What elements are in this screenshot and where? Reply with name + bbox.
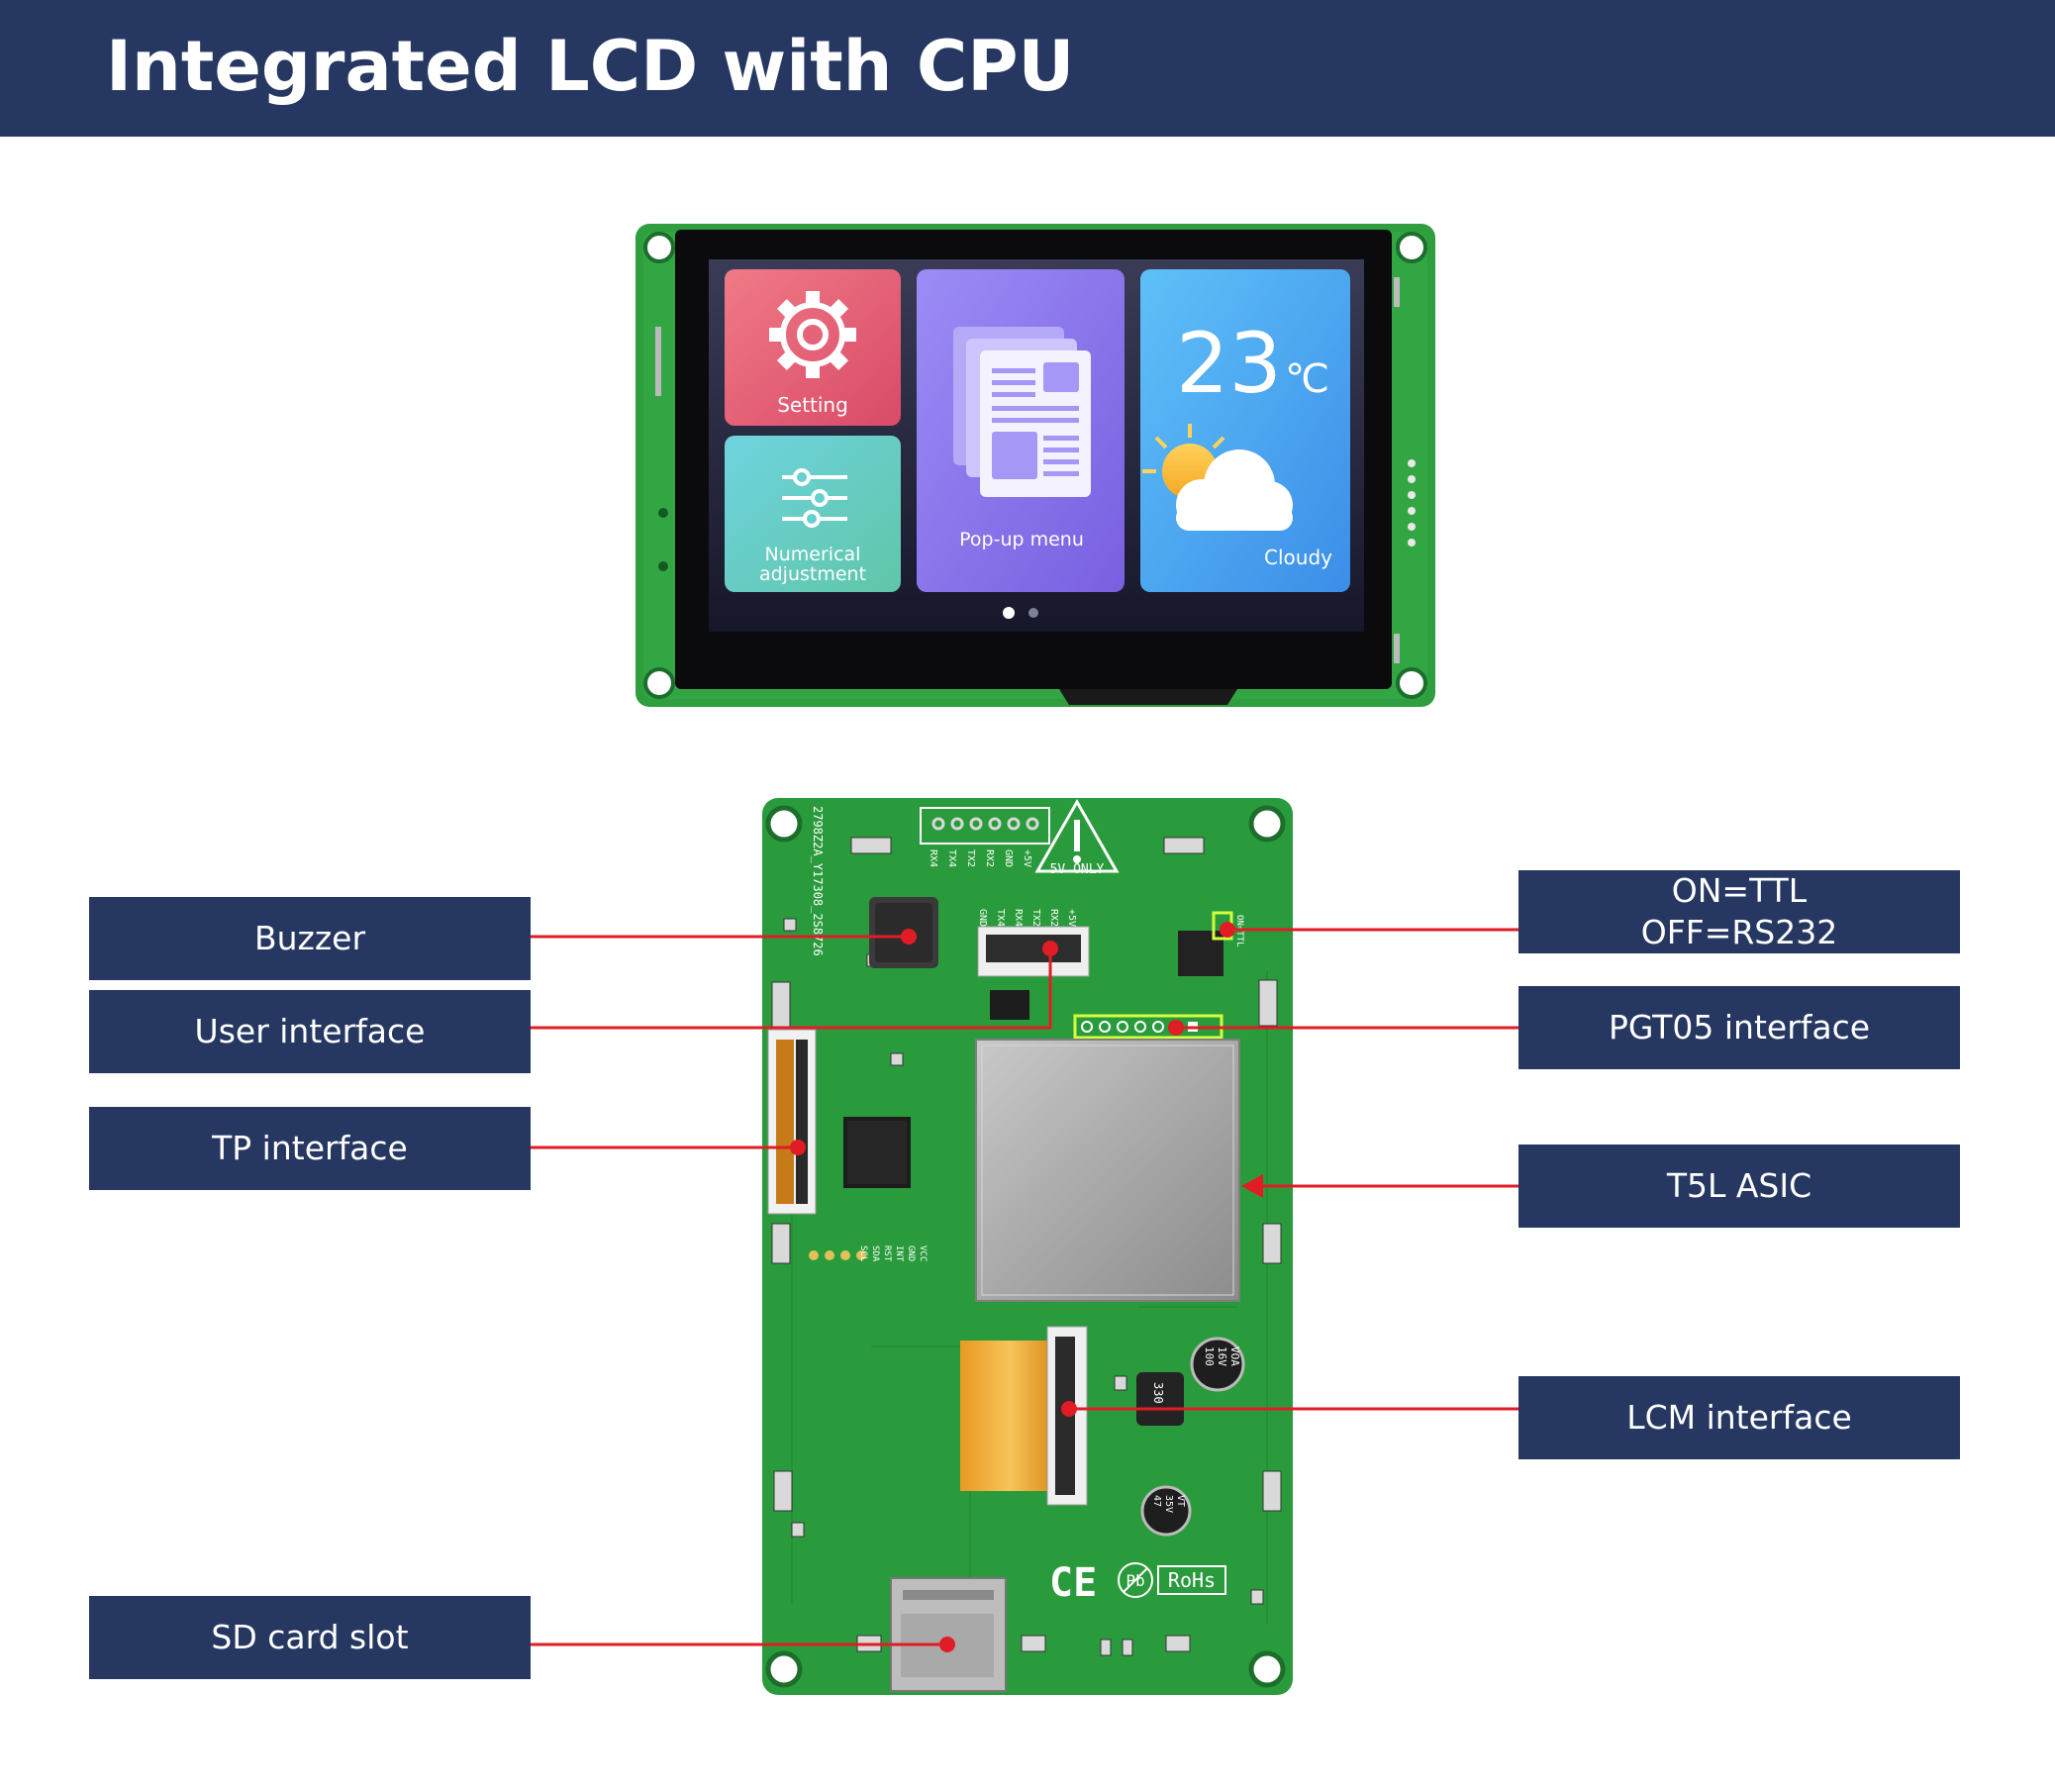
svg-text:TX4: TX4 <box>995 909 1006 927</box>
lcd-tile-weather: 23 ℃ Cloudy <box>1140 269 1350 592</box>
svg-text:16V: 16V <box>1216 1346 1228 1366</box>
svg-text:VCC: VCC <box>918 1245 928 1261</box>
tp-interface-connector <box>767 1029 817 1215</box>
lcd-tile-numerical-label-1: Numerical <box>765 544 861 565</box>
lcd-tile-setting: Setting <box>725 269 901 426</box>
callout-dots <box>790 922 1235 1652</box>
svg-text:+5V: +5V <box>1022 849 1032 867</box>
svg-text:GND: GND <box>1003 849 1014 867</box>
t5l-asic-shield <box>975 1039 1240 1302</box>
svg-text:47: 47 <box>1151 1495 1162 1507</box>
svg-text:SDA: SDA <box>870 1245 880 1262</box>
svg-text:SCL: SCL <box>858 1245 868 1261</box>
label-t5l-asic: T5L ASIC <box>1518 1145 1960 1228</box>
pins-top-labels: RX4 TX4 TX2 RX2 GND +5V <box>928 849 1032 867</box>
pcb-board: 2798Z2A_Y17308_2S8726 RX4 TX4 TX2 RX2 GN… <box>762 798 1293 1695</box>
inductor-component: 330 <box>1136 1372 1184 1426</box>
label-lcm-interface: LCM interface <box>1518 1376 1960 1459</box>
svg-text:VOA: VOA <box>1228 1346 1241 1366</box>
ce-mark: CE <box>1049 1560 1097 1606</box>
rohs-mark: RoHs <box>1168 1568 1216 1592</box>
svg-text:RX2: RX2 <box>984 849 995 867</box>
svg-text:INT: INT <box>894 1245 904 1262</box>
smd-parts <box>771 837 1282 1656</box>
page-title: Integrated LCD with CPU <box>106 26 1075 107</box>
sun-cloud-icon <box>1142 424 1293 531</box>
svg-text:TX2: TX2 <box>965 849 976 867</box>
svg-text:+5V: +5V <box>1066 909 1077 927</box>
svg-text:100: 100 <box>1203 1346 1216 1366</box>
label-ttl-switch: ON=TTL OFF=RS232 <box>1518 870 1960 953</box>
lcd-temperature-value: 23 <box>1176 315 1282 412</box>
document-icon <box>953 327 1091 497</box>
label-sd-card-slot: SD card slot <box>89 1596 531 1679</box>
pcb-warning-text: 5V ONLY <box>1050 862 1105 877</box>
pins-mid-labels: GND TX4 RX4 TX2 RX2 +5V <box>977 909 1077 927</box>
svg-text:TX4: TX4 <box>946 849 957 867</box>
capacitor-small: 47 35V VT <box>1140 1485 1192 1537</box>
label-tp-interface: TP interface <box>89 1107 531 1190</box>
page-header: Integrated LCD with CPU <box>0 0 2055 137</box>
lcd-page-dot-active <box>1003 607 1015 619</box>
lcd-tile-setting-label: Setting <box>777 393 848 417</box>
lcd-tile-numerical-label-2: adjustment <box>759 563 866 585</box>
tp-pin-pads <box>809 1250 866 1260</box>
svg-text:35V: 35V <box>1163 1495 1174 1513</box>
label-pgt05-interface: PGT05 interface <box>1518 986 1960 1069</box>
lcd-module: Setting Numerical adjustment <box>636 224 1435 707</box>
callout-line-user-interface <box>531 948 1052 1030</box>
sliders-icon <box>782 468 847 528</box>
svg-text:GND: GND <box>977 909 988 927</box>
svg-text:RX2: RX2 <box>1048 909 1059 927</box>
sd-card-slot-component <box>890 1577 1007 1692</box>
callout-lines <box>531 928 1518 1646</box>
lcd-weather-label: Cloudy <box>1264 546 1332 569</box>
svg-text:RX4: RX4 <box>1013 909 1024 927</box>
label-buzzer: Buzzer <box>89 897 531 980</box>
lcd-page-dot <box>1028 608 1038 618</box>
user-interface-connector <box>977 926 1090 1020</box>
svg-text:VT: VT <box>1175 1495 1186 1507</box>
arrow-head-t5l-icon <box>1241 1174 1263 1198</box>
svg-text:330: 330 <box>1151 1382 1165 1404</box>
pb-free-mark: Pb <box>1125 1571 1144 1590</box>
certification-marks: CE Pb RoHs <box>1049 1560 1226 1606</box>
svg-text:RST: RST <box>882 1245 892 1262</box>
lcd-tile-popup: Pop-up menu <box>917 269 1125 592</box>
svg-text:GND: GND <box>906 1245 916 1261</box>
ttl-rs232-jumper <box>1178 911 1233 976</box>
label-user-interface: User interface <box>89 990 531 1073</box>
tp-pin-labels: SCL SDA RST INT GND VCC <box>858 1245 928 1262</box>
lcd-temperature-unit: ℃ <box>1285 356 1329 402</box>
pcb-part-number: 2798Z2A_Y17308_2S8726 <box>811 806 825 956</box>
header-connector-top <box>920 807 1050 845</box>
warning-triangle-icon <box>1034 798 1120 873</box>
lcm-interface-connector <box>960 1326 1088 1506</box>
mcu-chip <box>843 1117 911 1188</box>
svg-text:RX4: RX4 <box>928 849 938 867</box>
lcd-tile-popup-label: Pop-up menu <box>959 529 1084 550</box>
lcd-tile-numerical: Numerical adjustment <box>725 436 901 592</box>
svg-text:TX2: TX2 <box>1030 909 1041 927</box>
capacitor-large: 100 16V VOA <box>1190 1337 1245 1392</box>
